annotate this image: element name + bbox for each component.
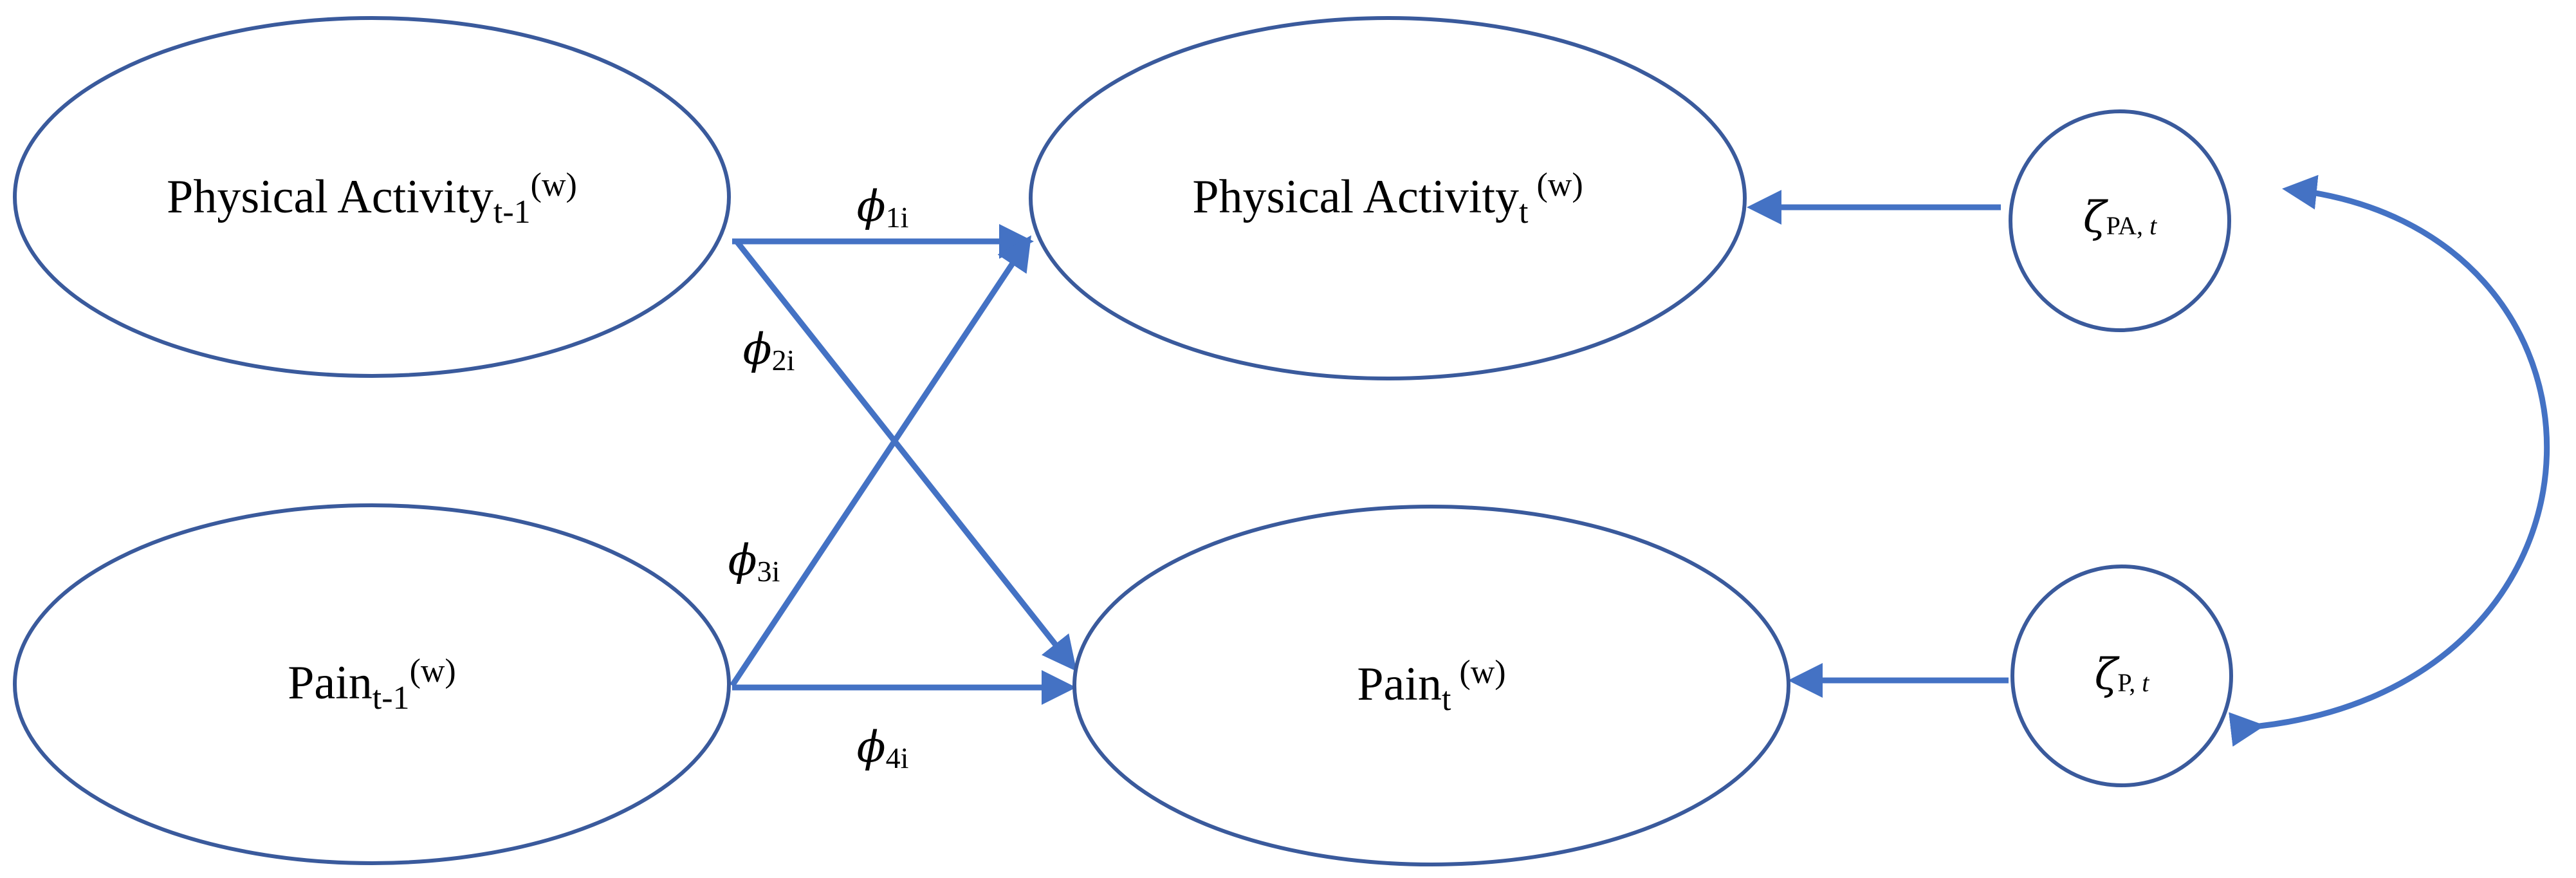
arrow-phi2	[734, 239, 1077, 672]
zeta-symbol: ζ	[2083, 192, 2109, 242]
residual-covariance-arrow	[2229, 174, 2550, 747]
phi-symbol: ϕ	[857, 722, 886, 772]
label-subscript: t-1	[373, 680, 410, 716]
label-phi3: ϕ3i	[728, 536, 780, 588]
label-residual-p: ζP, t	[2095, 649, 2150, 699]
label-base: Physical Activity	[167, 171, 493, 223]
label-superscript: (w)	[410, 653, 456, 689]
label-pain-prev: Paint-1(w)	[288, 653, 456, 716]
zeta-subscript-t: t	[2143, 211, 2157, 240]
label-base: Physical Activity	[1192, 171, 1519, 223]
node-physical-activity-prev	[13, 16, 731, 378]
label-pain-curr: Paint (w)	[1357, 654, 1505, 718]
label-base: Pain	[1357, 658, 1442, 711]
node-physical-activity-curr	[1029, 16, 1747, 380]
node-pain-curr	[1072, 505, 1790, 866]
label-superscript: (w)	[1451, 654, 1505, 691]
label-subscript: t	[1442, 681, 1451, 718]
label-subscript: t	[1519, 194, 1529, 230]
label-phi4: ϕ4i	[857, 722, 909, 774]
label-physical-activity-prev: Physical Activityt-1(w)	[167, 167, 577, 230]
label-superscript: (w)	[1528, 167, 1583, 203]
zeta-subscript: P,	[2117, 668, 2135, 697]
zeta-subscript-t: t	[2135, 668, 2149, 697]
node-pain-prev	[13, 503, 731, 865]
phi-subscript: 3i	[757, 555, 780, 588]
label-phi2: ϕ2i	[743, 324, 795, 377]
zeta-subscript: PA,	[2106, 211, 2143, 240]
phi-subscript: 4i	[886, 742, 909, 774]
phi-symbol: ϕ	[857, 182, 886, 231]
node-residual-p	[2010, 565, 2233, 787]
phi-subscript: 1i	[886, 201, 909, 234]
phi-symbol: ϕ	[743, 324, 772, 374]
label-residual-pa: ζPA, t	[2083, 192, 2157, 242]
label-base: Pain	[288, 657, 373, 709]
label-superscript: (w)	[531, 167, 577, 203]
arrow-phi3	[730, 235, 1031, 687]
phi-symbol: ϕ	[728, 536, 757, 585]
label-phi1: ϕ1i	[857, 182, 909, 234]
zeta-symbol: ζ	[2095, 649, 2121, 699]
node-residual-pa	[2009, 109, 2231, 332]
phi-subscript: 2i	[772, 344, 795, 377]
label-physical-activity-curr: Physical Activityt (w)	[1192, 167, 1583, 230]
label-subscript: t-1	[493, 194, 531, 230]
